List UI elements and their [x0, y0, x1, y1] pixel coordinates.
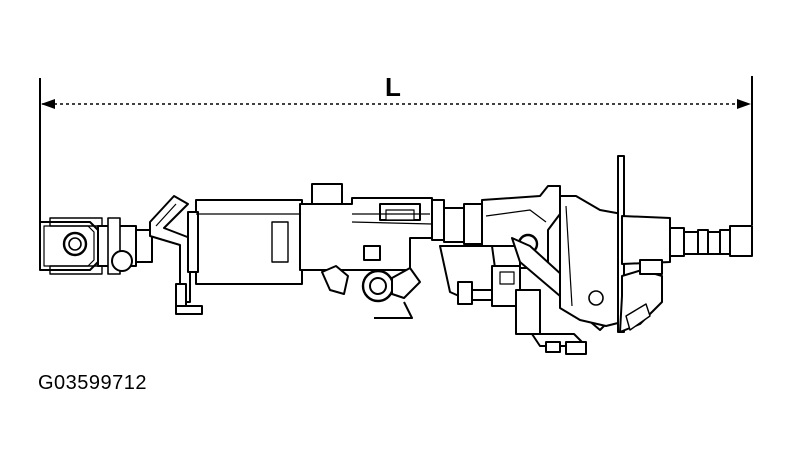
universal-joint-yoke: [39, 217, 103, 275]
lock-housing: [299, 183, 433, 319]
collar: [431, 199, 483, 245]
dimension-l: L: [39, 72, 753, 225]
joint-spider: [97, 217, 153, 275]
upper-housing: [559, 155, 671, 333]
figure-id: G03599712: [38, 372, 148, 394]
splined-shaft: [669, 225, 753, 257]
dimension-label: L: [385, 72, 401, 102]
column-tube: [187, 199, 303, 285]
steering-column: [39, 155, 753, 355]
